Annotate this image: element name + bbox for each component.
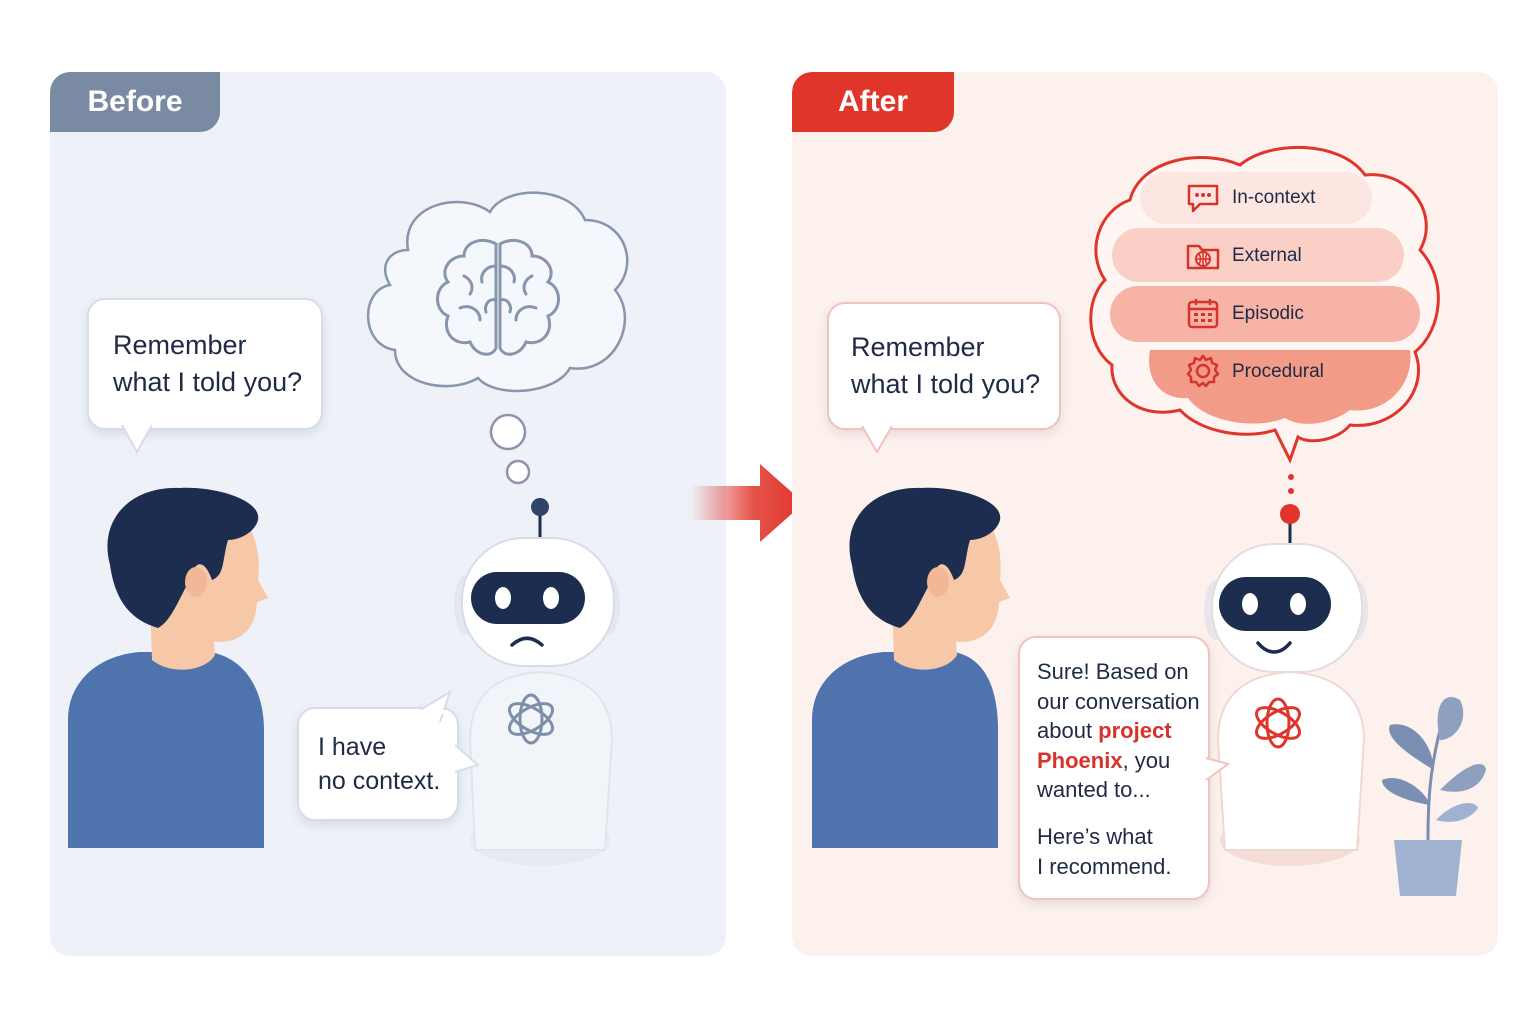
before-robot-logo-icon (508, 693, 554, 745)
before-user-question-line2: what I told you? (113, 367, 303, 397)
before-robot-reply-line2: no context. (318, 767, 441, 795)
after-user-speech-bubble (827, 302, 1061, 430)
before-tab: Before (50, 72, 220, 132)
after-robot-reply-line6: Here’s what (1037, 824, 1153, 849)
chat-icon (1187, 184, 1219, 213)
after-robot-reply-line2: our conversation (1037, 689, 1200, 714)
folder-globe-icon (1186, 244, 1220, 270)
after-robot-reply-line7: I recommend. (1037, 854, 1172, 879)
before-robot-reply-bubble (297, 707, 459, 821)
memory-layer-in-context-label: In-context (1232, 187, 1316, 208)
before-user-question-line1: Remember (113, 330, 247, 360)
after-robot-reply-bubble (1018, 636, 1210, 900)
calendar-icon (1187, 299, 1219, 329)
after-robot-reply-line4: Phoenix, you (1037, 746, 1170, 776)
after-robot-reply-line4-suffix: , you (1122, 748, 1171, 773)
after-user-question-line1: Remember (851, 332, 985, 362)
memory-layer-episodic-label: Episodic (1232, 303, 1304, 324)
after-robot-reply-line5: wanted to... (1037, 777, 1151, 802)
memory-layer-procedural-label: Procedural (1232, 361, 1324, 382)
after-tab: After (792, 72, 954, 132)
phoenix-highlight: Phoenix (1037, 748, 1123, 773)
before-robot-reply-line1: I have (318, 733, 387, 761)
after-user-question-line2: what I told you? (851, 369, 1041, 399)
brain-icon (436, 239, 560, 356)
after-robot-reply-line3: about project (1037, 716, 1172, 746)
right-arrow-icon (690, 464, 804, 542)
after-robot-logo-icon (1255, 697, 1301, 749)
memory-layer-external-label: External (1232, 245, 1302, 266)
gear-icon (1186, 354, 1220, 388)
project-highlight: project (1098, 718, 1172, 743)
after-robot-reply-line3-prefix: about (1037, 718, 1099, 743)
after-robot-reply-line1: Sure! Based on (1037, 659, 1189, 684)
before-user-speech-bubble (87, 298, 323, 430)
